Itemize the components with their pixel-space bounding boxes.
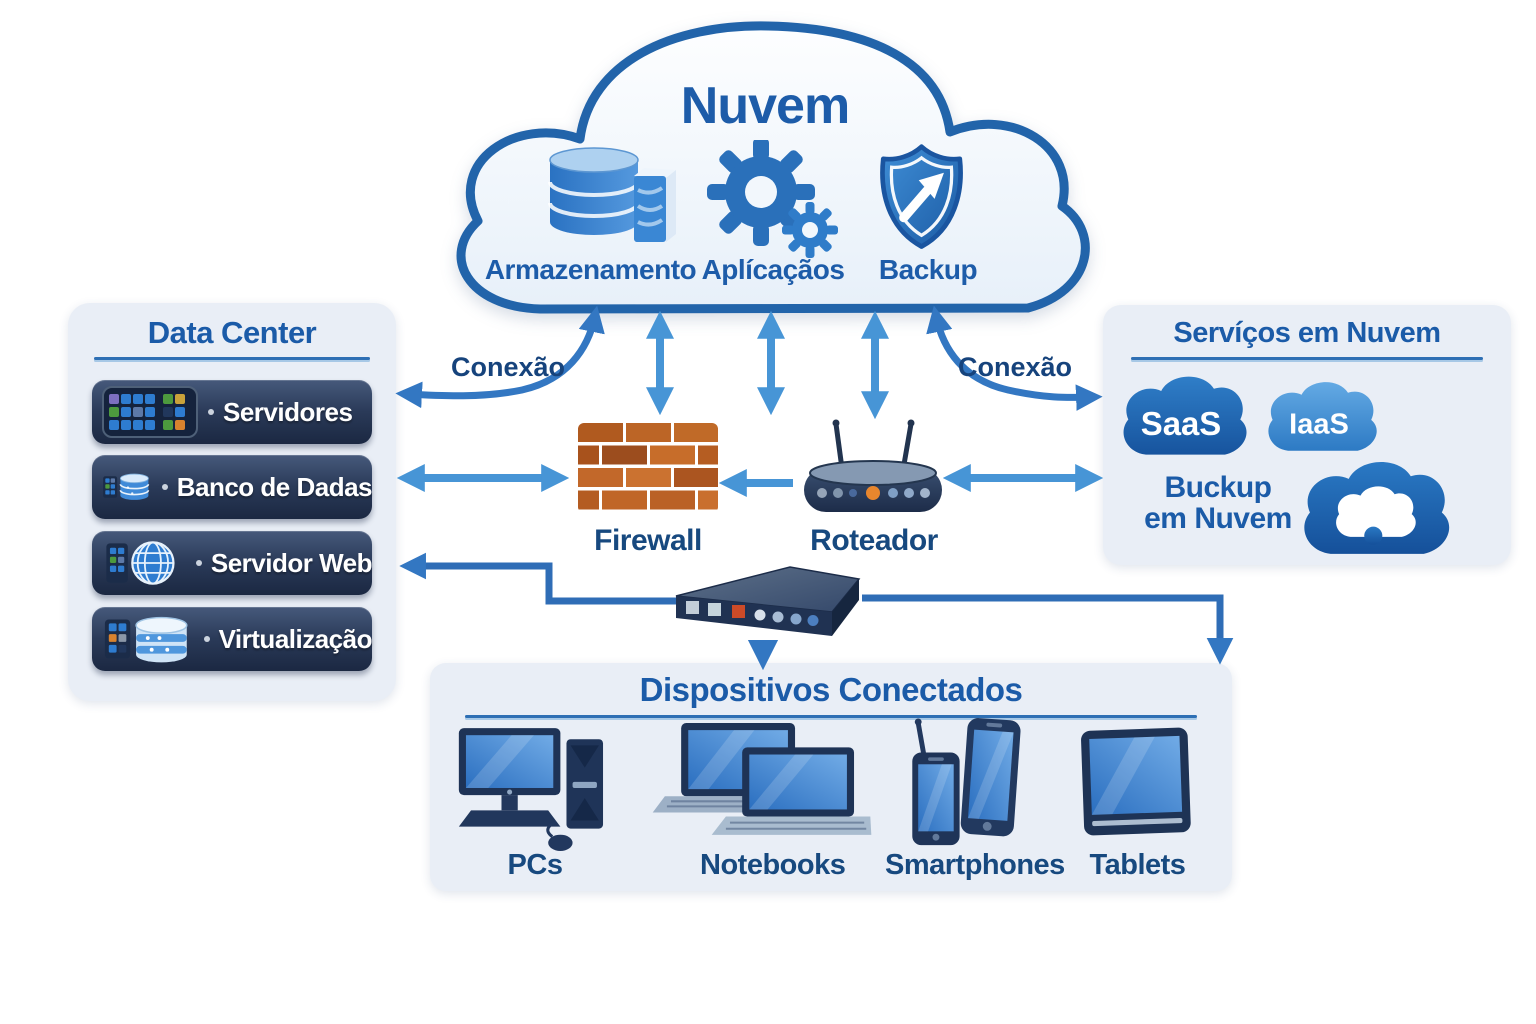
cloud-title: Nuvem xyxy=(680,77,850,135)
separator-dot xyxy=(195,560,202,566)
data-center-item-label: Banco de Dadas xyxy=(176,471,373,502)
notebooks-icon xyxy=(652,723,872,835)
data-center-item-servidores: Servidores xyxy=(92,380,372,444)
data-center-item-label: Servidores xyxy=(223,396,353,427)
separator-dot xyxy=(203,636,210,642)
connector-switch-to-devices-right xyxy=(862,594,1234,665)
globe-icon xyxy=(106,541,175,585)
device-label-notebooks: Notebooks xyxy=(700,849,846,881)
router-label: Roteador xyxy=(810,524,938,557)
server-rack-icon xyxy=(102,386,198,438)
title-underline xyxy=(465,715,1197,718)
device-label-tablets: Tablets xyxy=(1089,849,1186,881)
router-icon xyxy=(804,419,942,512)
smartphones-icon xyxy=(912,718,1021,846)
device-label-smartphones: Smartphones xyxy=(885,849,1065,881)
backup-cloud-icon xyxy=(1304,461,1450,554)
shield-arrow-icon xyxy=(880,144,963,249)
connector-switch-to-datacenter xyxy=(399,552,676,605)
cloud-service-label: Backup xyxy=(878,254,978,285)
devices-panel: Dispositivos Conectados PCs xyxy=(430,663,1232,891)
iaas-label: IaaS xyxy=(1289,408,1349,440)
separator-dot xyxy=(208,409,214,415)
connection-label-left: Conexão xyxy=(450,352,566,382)
data-center-title: Data Center xyxy=(147,315,317,350)
iaas-cloud-icon: IaaS xyxy=(1268,382,1377,451)
saas-cloud-icon: SaaS xyxy=(1123,376,1247,455)
data-center-item-virtualizacao: Virtualização xyxy=(92,607,373,671)
gears-icon xyxy=(707,140,838,258)
device-label-pcs: PCs xyxy=(507,849,563,881)
title-underline xyxy=(1131,357,1483,360)
title-underline xyxy=(94,357,370,360)
pc-icon xyxy=(458,728,604,851)
saas-label: SaaS xyxy=(1141,405,1222,442)
data-center-item-banco-de-dados: Banco de Dadas xyxy=(92,455,373,519)
virtualization-stack-icon xyxy=(104,616,188,663)
data-center-panel: Data Center xyxy=(68,303,396,701)
data-center-item-label: Virtualização xyxy=(218,623,373,654)
data-center-item-servidor-web: Servidor Web xyxy=(92,531,373,595)
database-icon xyxy=(103,473,150,500)
switch-icon xyxy=(675,566,861,636)
firewall-icon xyxy=(578,423,718,513)
backup-em-nuvem-label: Buckup em Nuvem xyxy=(1144,471,1292,535)
connection-label-right: Conexão xyxy=(957,352,1073,382)
devices-title: Dispositivos Conectados xyxy=(639,671,1023,708)
cloud-service-label: Armazenamento xyxy=(484,254,697,285)
firewall-label: Firewall xyxy=(594,524,702,557)
cloud-services-title: Servíços em Nuvem xyxy=(1173,317,1441,349)
tablets-icon xyxy=(1081,727,1191,836)
separator-dot xyxy=(161,484,168,490)
cloud-services-panel: Servíços em Nuvem SaaS IaaS Buckup em Nu… xyxy=(1103,305,1511,565)
cloud-service-label: Aplícaçãos xyxy=(701,254,845,285)
data-center-item-label: Servidor Web xyxy=(210,547,373,578)
database-storage-icon xyxy=(548,147,676,242)
